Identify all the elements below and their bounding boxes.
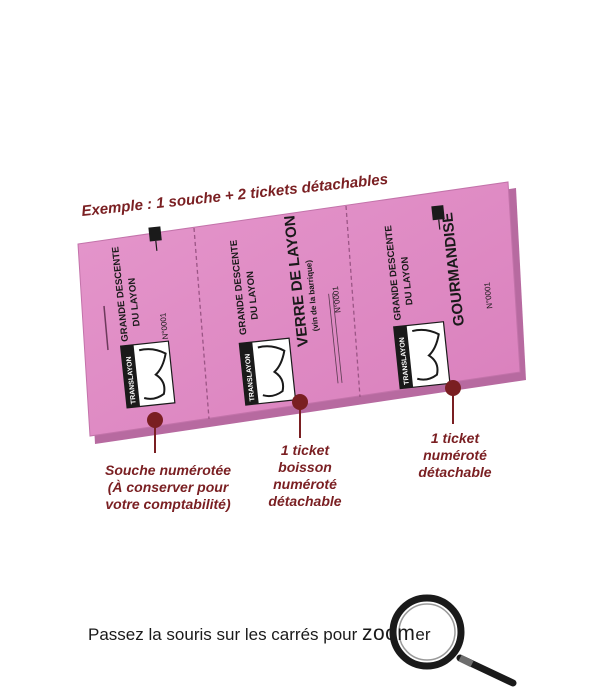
callout-line: (À conserver pour [107, 479, 229, 495]
zoom-hint-before: Passez la souris sur les carrés pour [88, 625, 362, 644]
stub-event-line2: DU LAYON [127, 277, 143, 327]
perforation-line [345, 205, 361, 398]
callout-line: Souche numérotée [104, 462, 232, 478]
callout-line: détachable [268, 493, 342, 509]
ticket-food-event-line2: DU LAYON [399, 256, 415, 306]
callout-line: 1 ticket [280, 442, 330, 458]
ticket-booklet: GRANDE DESCENTE DU LAYON N°0001 TRANSLAY… [77, 181, 526, 444]
callout-pin-drink[interactable] [292, 394, 308, 438]
callout-food-caption: 1 ticket numéroté détachable [400, 430, 510, 481]
ticket-drink-number: N°0001 [331, 285, 343, 313]
callout-line: numéroté [423, 447, 487, 463]
callout-line: votre comptabilité) [105, 496, 231, 512]
zoom-word: ZOOM [362, 622, 416, 645]
callout-line: numéroté [273, 476, 337, 492]
callout-drink-caption: 1 ticket boisson numéroté détachable [250, 442, 360, 510]
face-logo-icon [257, 345, 286, 398]
face-logo-icon [412, 328, 440, 381]
callout-line: 1 ticket [430, 430, 480, 446]
zoom-hint: Passez la souris sur les carrés pour ZOO… [88, 622, 430, 646]
brand-logo-band [239, 342, 259, 406]
stub-number: N°0001 [158, 312, 170, 340]
ticket-drink-event-line2: DU LAYON [245, 270, 261, 320]
perforation-line [193, 227, 210, 420]
brand-logo-text: TRANSLAYON [126, 356, 138, 404]
face-logo-icon [138, 348, 167, 400]
binding-slit [103, 305, 109, 351]
fine-print-line [328, 293, 339, 384]
brand-logo-text: TRANSLAYON [244, 353, 256, 401]
wine-glass-icon [431, 205, 445, 230]
ticket-food-number: N°0001 [483, 281, 495, 309]
callout-pin-stub[interactable] [147, 412, 163, 453]
callout-stub-caption: Souche numérotée (À conserver pour votre… [88, 462, 248, 513]
callout-line: boisson [278, 459, 332, 475]
callout-line: détachable [418, 464, 492, 480]
brand-logo-band [120, 344, 141, 408]
fine-print-line [332, 293, 343, 383]
ticket-drink: GRANDE DESCENTE DU LAYON VERRE DE LAYON … [228, 215, 343, 406]
wine-glass-icon [148, 226, 162, 251]
magnifier-icon[interactable] [389, 594, 517, 687]
zoom-hint-after: er [415, 625, 431, 644]
brand-logo-text: TRANSLAYON [399, 337, 411, 385]
brand-logo-band [393, 325, 414, 389]
callout-pin-food[interactable] [445, 380, 461, 424]
